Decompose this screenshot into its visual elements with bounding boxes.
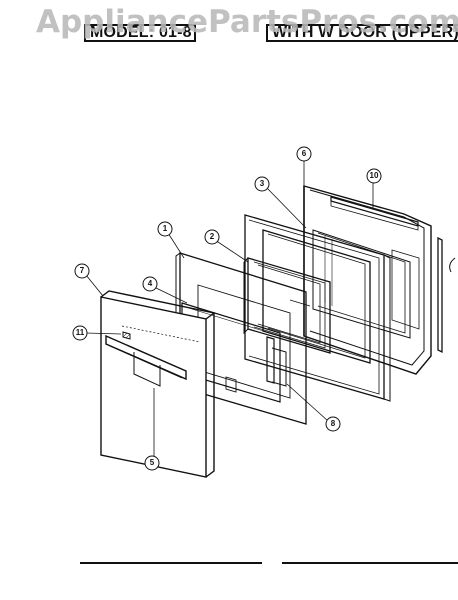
footer-line-right xyxy=(282,562,458,564)
diagram-header: MODEL: 01-8 WITH W DOOR (UPPER) xyxy=(84,24,458,44)
door-handle xyxy=(105,334,187,387)
footer-line-left xyxy=(80,562,262,564)
svg-text:11: 11 xyxy=(76,328,85,337)
watermark: AppliancePartsPros.com xyxy=(36,4,458,40)
callout-4: 4 xyxy=(142,276,158,292)
door-frame xyxy=(244,214,391,402)
clip xyxy=(122,331,131,340)
svg-text:1: 1 xyxy=(163,224,168,233)
svg-text:6: 6 xyxy=(302,149,307,158)
callout-2: 2 xyxy=(204,229,220,245)
callout-10: 10 xyxy=(366,168,382,184)
callout-7: 7 xyxy=(74,263,90,279)
svg-text:3: 3 xyxy=(260,179,265,188)
outer-door-panel xyxy=(100,290,216,478)
top-channel xyxy=(330,196,419,231)
model-label: MODEL: 01-8 xyxy=(84,24,196,42)
callout-8: 8 xyxy=(325,416,341,432)
svg-text:8: 8 xyxy=(331,419,336,428)
callout-1: 1 xyxy=(157,221,173,237)
svg-text:5: 5 xyxy=(150,458,155,467)
callout-11: 11 xyxy=(72,325,88,341)
hinge-channel xyxy=(266,336,287,387)
callout-3: 3 xyxy=(254,176,270,192)
leader-lines xyxy=(85,158,374,460)
callout-6: 6 xyxy=(296,146,312,162)
section-label: WITH W DOOR (UPPER) xyxy=(266,24,458,42)
side-strip xyxy=(437,236,456,354)
svg-text:10: 10 xyxy=(370,171,379,180)
svg-text:4: 4 xyxy=(148,279,153,288)
window-assembly xyxy=(243,257,331,354)
svg-text:7: 7 xyxy=(80,266,85,275)
svg-text:2: 2 xyxy=(210,232,215,241)
callout-5: 5 xyxy=(144,455,160,471)
